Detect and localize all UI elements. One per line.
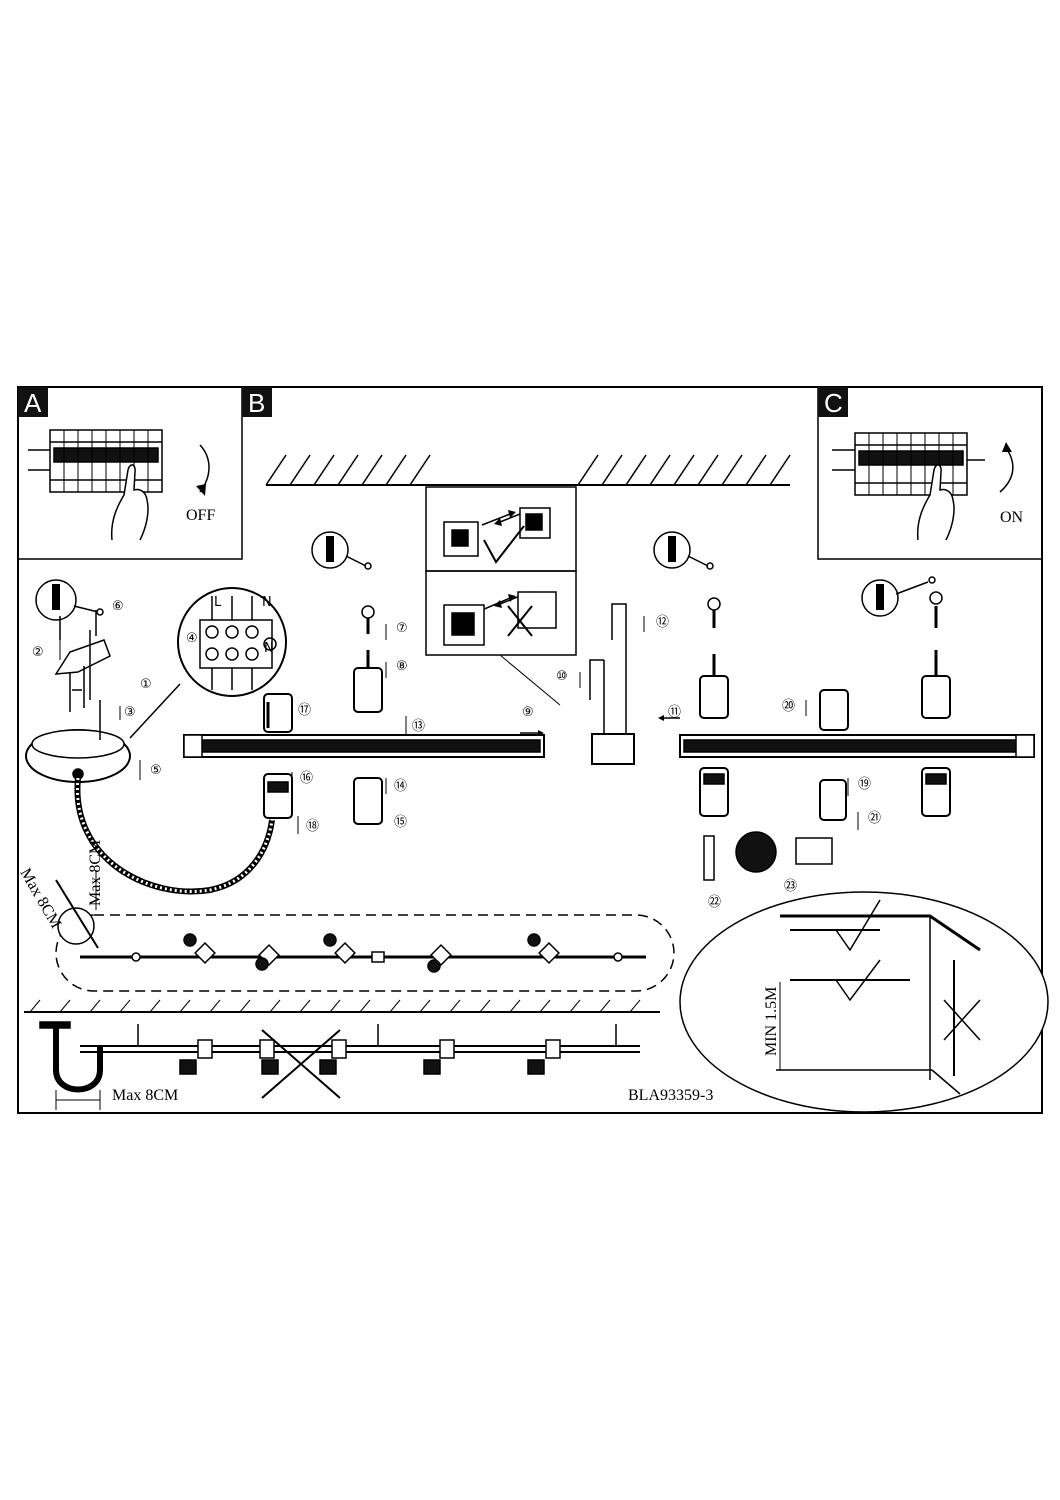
canopy-assembly (25, 579, 275, 895)
step-13: ⑬ (412, 719, 425, 734)
panel-a-badge (18, 387, 48, 417)
spot-head (703, 779, 847, 881)
spot-head (921, 767, 951, 817)
step-22: ㉒ (708, 895, 721, 910)
room-view: MIN 1.5M (679, 891, 1049, 1113)
step-10: ⑩ (556, 669, 568, 684)
step-4: ④ (186, 631, 198, 646)
step-5: ⑤ (150, 763, 162, 778)
breaker-box-icon (832, 432, 985, 496)
step-18: ⑱ (306, 819, 319, 834)
panel-a-label: A (24, 388, 42, 418)
spot-icon (423, 1039, 455, 1075)
step-7: ⑦ (396, 621, 408, 636)
step-markers: ① ② ③ ④ ⑤ ⑥ ⑦ ⑧ ⑨ ⑩ ⑪ ⑫ ⑬ ⑭ ⑮ ⑯ ⑰ ⑱ ⑲ ⑳ … (32, 599, 881, 910)
spot-icon (259, 1039, 279, 1075)
dowel-icon (653, 531, 714, 570)
arrow-up-icon (999, 447, 1014, 493)
arrow-markers (59, 616, 859, 834)
spot-icon (183, 933, 216, 964)
step-12: ⑫ (656, 615, 669, 630)
panel-b-badge (242, 387, 272, 417)
spot-head (353, 605, 383, 713)
check-icon (483, 525, 525, 564)
side-view: Max 8CM (24, 999, 660, 1110)
hand-icon (916, 464, 955, 541)
diagram-frame (17, 386, 1043, 1114)
min-1-5m-label: MIN 1.5M (763, 987, 780, 1056)
spot-head (699, 597, 729, 719)
step-19: ⑲ (858, 777, 871, 792)
on-label: ON (1000, 509, 1024, 526)
hand-icon (110, 464, 149, 541)
step-21: ㉑ (868, 811, 881, 826)
step-2: ② (32, 645, 44, 660)
rail-connector (589, 603, 635, 765)
check-icon (835, 899, 881, 952)
flex-cable (74, 777, 275, 895)
spot-icon (319, 1039, 347, 1075)
spot-icon (427, 944, 452, 973)
step-1: ① (140, 677, 152, 692)
off-label: OFF (186, 507, 215, 524)
max-8cm-vertical: Max 8CM (87, 840, 104, 906)
panel-c-badge (818, 387, 848, 417)
step-9: ⑨ (522, 705, 534, 720)
spot-icon (527, 1039, 561, 1075)
spot-icon (527, 933, 560, 964)
panel-c: C ON (817, 386, 1043, 560)
spot-icon (323, 933, 356, 964)
step-17: ⑰ (298, 703, 311, 718)
right-rail (679, 734, 1035, 758)
dowel-icon (861, 576, 936, 617)
step-20: ⑳ (782, 699, 795, 714)
max-8cm-diagonal: Max 8CM (17, 866, 65, 932)
terminal-block-callout: L N N (129, 587, 287, 739)
spot-head (353, 777, 383, 825)
step-14: ⑭ (394, 779, 407, 794)
step-16: ⑯ (300, 771, 313, 786)
terminal-n2-label: N (264, 641, 274, 656)
dowel-icon (311, 531, 372, 570)
step-6: ⑥ (112, 599, 124, 614)
spot-icon (255, 944, 280, 971)
model-code: BLA93359-3 (628, 1087, 713, 1104)
spot-head (263, 773, 293, 819)
breaker-box-icon (28, 429, 163, 493)
ground-icon (263, 637, 277, 651)
step-23: ㉓ (784, 879, 797, 894)
left-rail (183, 734, 545, 758)
spot-head (921, 591, 951, 719)
check-icon (835, 959, 881, 1002)
spot-head (699, 767, 729, 817)
mounting-bracket (54, 639, 111, 675)
canopy-detail-circle (57, 907, 95, 945)
panel-a: A OFF (17, 386, 243, 560)
panel-c-label: C (824, 388, 843, 418)
ceiling-hatch (265, 454, 791, 486)
panel-b-label: B (248, 388, 265, 418)
step-8: ⑧ (396, 659, 408, 674)
dowel-callout (35, 579, 77, 621)
step-15: ⑮ (394, 815, 407, 830)
terminal-l-label: L (214, 595, 222, 610)
step-11: ⑪ (668, 705, 681, 720)
terminal-n-label: N (262, 595, 272, 610)
spot-icon (179, 1039, 213, 1075)
step-3: ③ (124, 705, 136, 720)
connector-inset (425, 486, 577, 706)
max-8cm-bottom: Max 8CM (112, 1087, 178, 1104)
spot-head (819, 689, 849, 731)
spot-head (263, 693, 293, 733)
